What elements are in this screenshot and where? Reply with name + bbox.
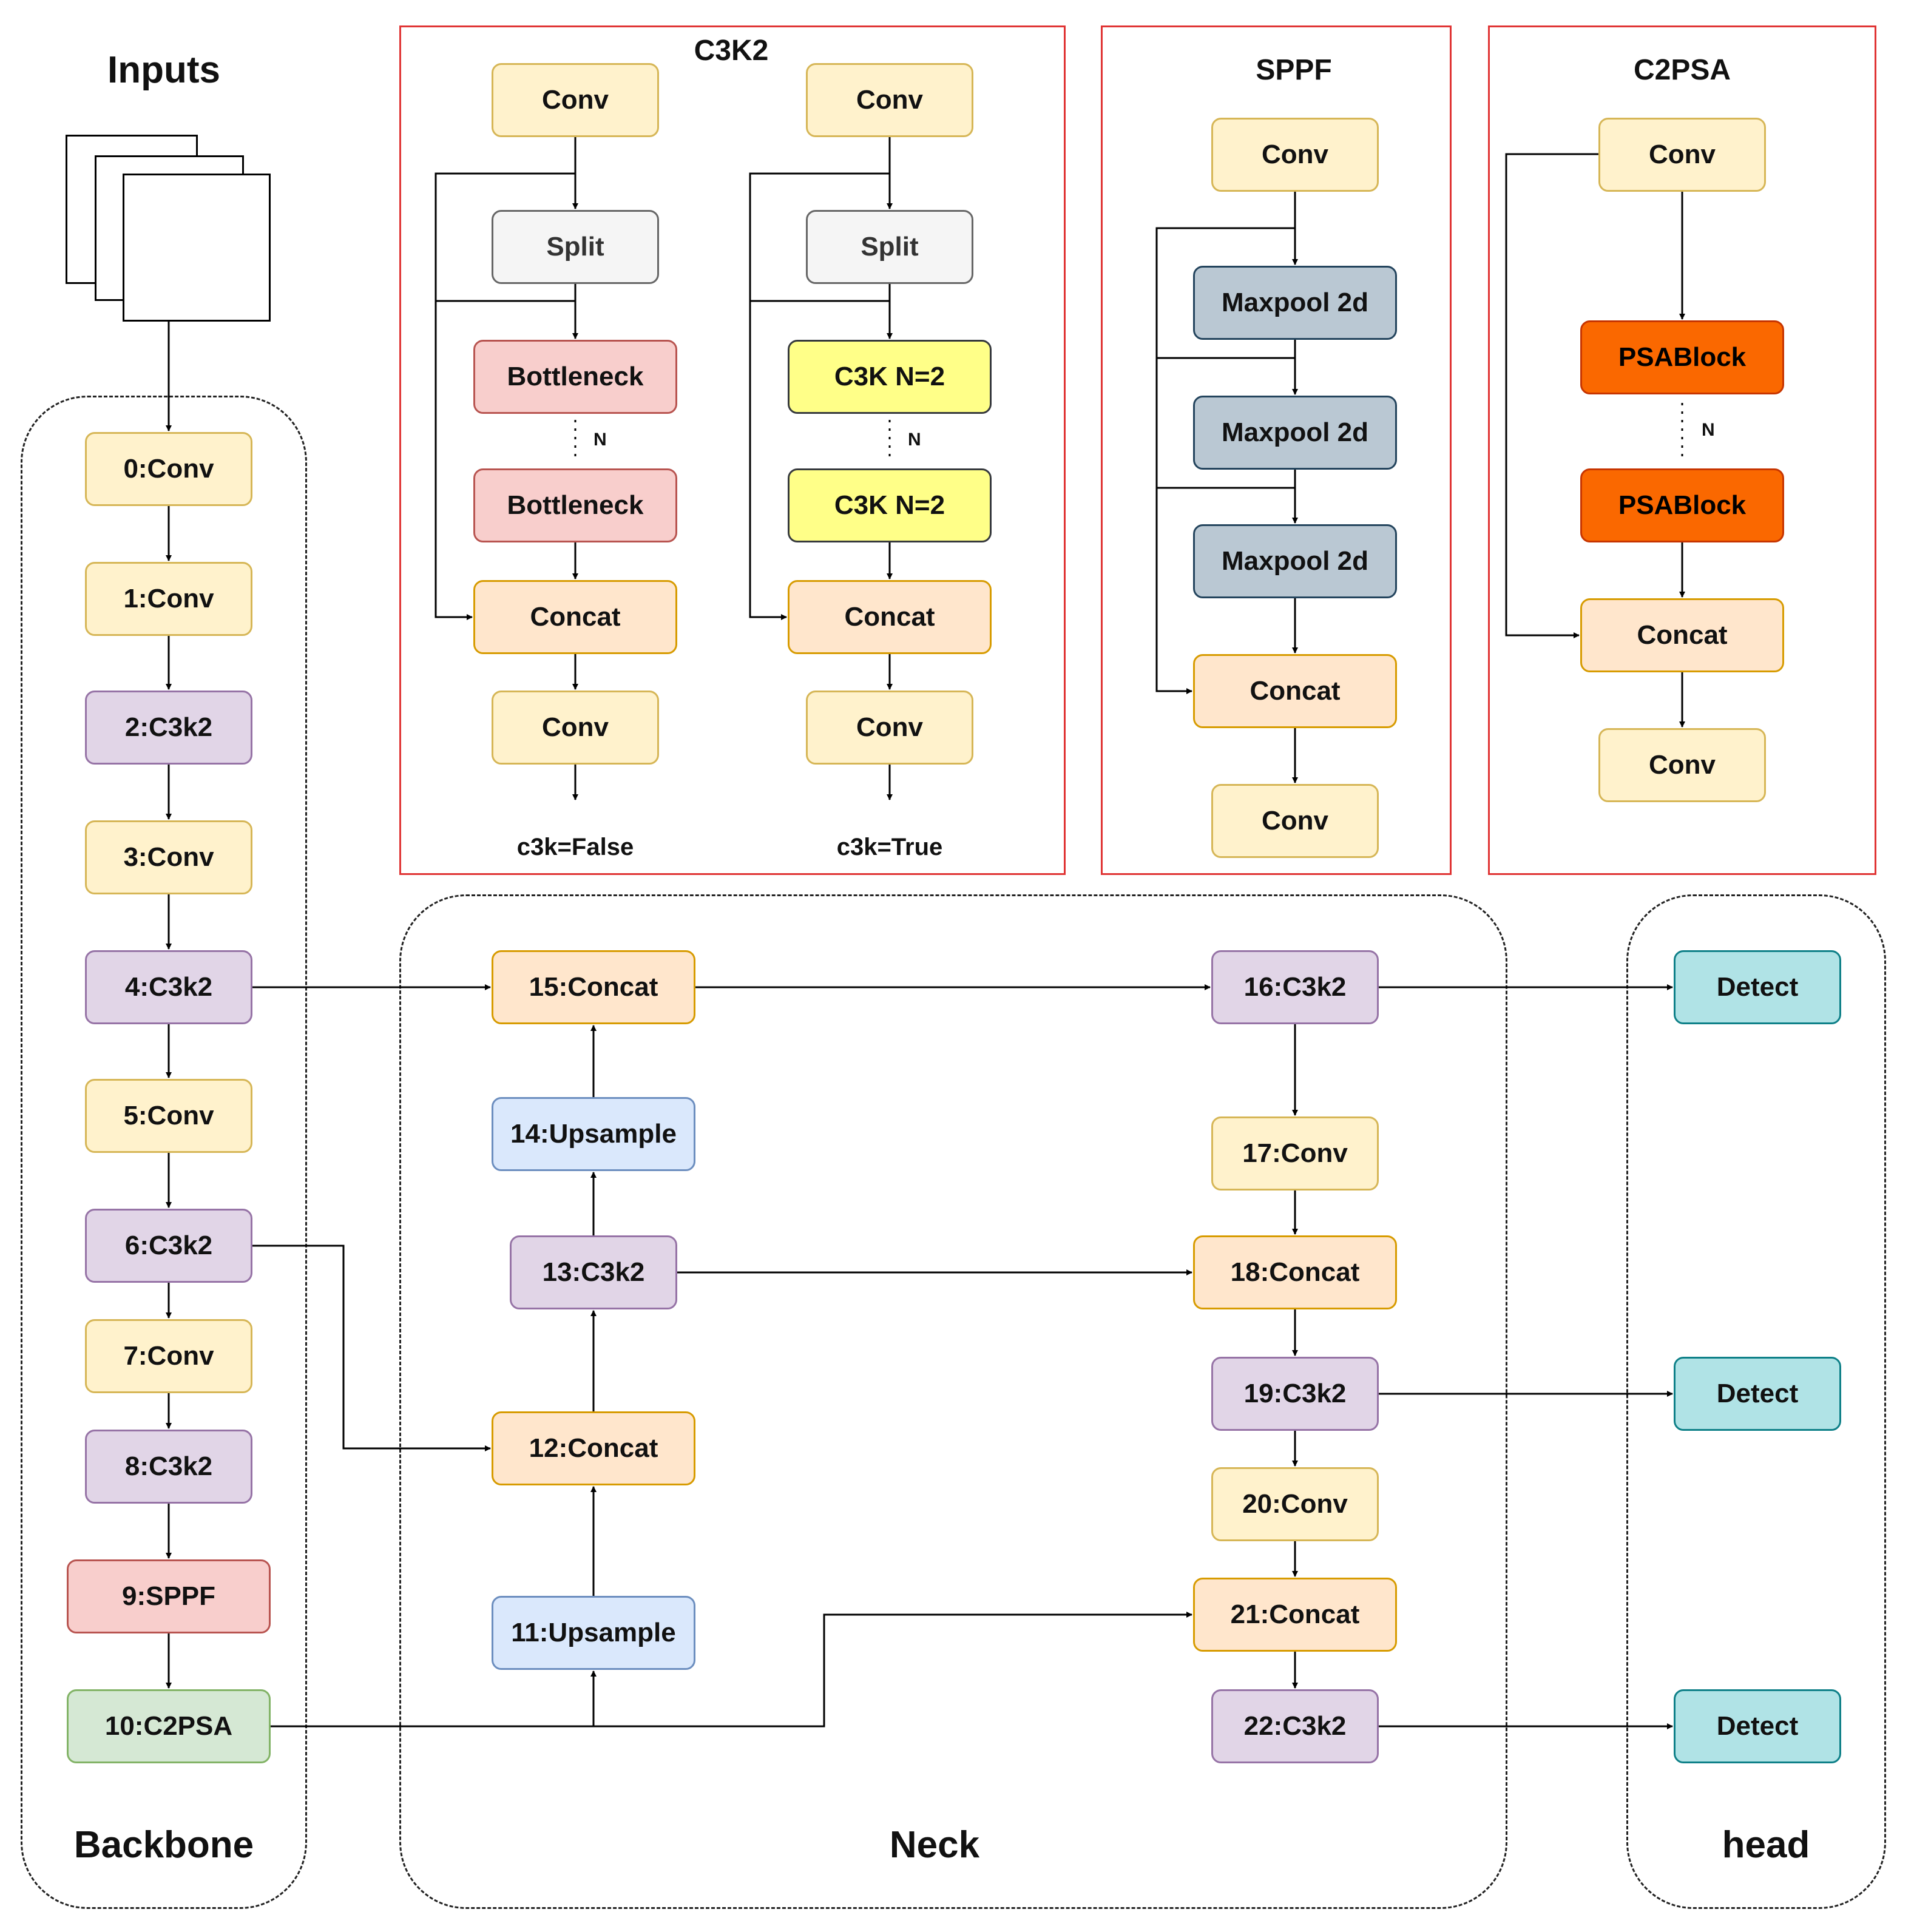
c2psa-psablock-1: PSABlock	[1580, 320, 1784, 394]
c3k2-false-conv-top: Conv	[492, 63, 659, 137]
sppf-detail-title: SPPF	[1256, 54, 1332, 86]
c3k2-false-bottleneck-1: Bottleneck	[473, 340, 677, 414]
c2psa-concat: Concat	[1580, 598, 1784, 672]
backbone-node-4-c3k2: 4:C3k2	[85, 950, 252, 1024]
backbone-node-0-conv: 0:Conv	[85, 432, 252, 506]
inputs-title: Inputs	[107, 49, 220, 91]
c3k2-true-c3k-1: C3K N=2	[788, 340, 992, 414]
c2psa-detail-frame	[1488, 25, 1876, 875]
head-detect-3: Detect	[1674, 1689, 1841, 1763]
neck-node-21-concat: 21:Concat	[1193, 1578, 1397, 1652]
backbone-node-2-c3k2: 2:C3k2	[85, 691, 252, 765]
sppf-maxpool-1: Maxpool 2d	[1193, 266, 1397, 340]
sppf-detail-frame	[1101, 25, 1452, 875]
head-frame	[1626, 894, 1886, 1909]
neck-node-13-c3k2: 13:C3k2	[510, 1235, 677, 1309]
sppf-maxpool-3: Maxpool 2d	[1193, 524, 1397, 598]
c3k2-false-split: Split	[492, 210, 659, 284]
c3k2-true-conv-bottom: Conv	[806, 691, 973, 765]
c3k2-true-conv-top: Conv	[806, 63, 973, 137]
c2psa-conv-bottom: Conv	[1598, 728, 1766, 802]
c3k2-true-c3k-2: C3K N=2	[788, 468, 992, 542]
c3k2-false-concat: Concat	[473, 580, 677, 654]
sppf-conv-top: Conv	[1211, 118, 1379, 192]
backbone-title: Backbone	[73, 1824, 254, 1866]
neck-node-20-conv: 20:Conv	[1211, 1467, 1379, 1541]
backbone-node-5-conv: 5:Conv	[85, 1079, 252, 1153]
neck-node-14-upsample: 14:Upsample	[492, 1097, 695, 1171]
neck-node-16-c3k2: 16:C3k2	[1211, 950, 1379, 1024]
backbone-node-10-c2psa: 10:C2PSA	[67, 1689, 271, 1763]
c3k2-detail-frame	[399, 25, 1066, 875]
sppf-concat: Concat	[1193, 654, 1397, 728]
c3k2-false-n-label: N	[593, 430, 607, 450]
backbone-node-1-conv: 1:Conv	[85, 562, 252, 636]
c3k2-true-concat: Concat	[788, 580, 992, 654]
c2psa-psablock-2: PSABlock	[1580, 468, 1784, 542]
backbone-frame	[21, 396, 307, 1909]
c3k2-true-n-label: N	[908, 430, 921, 450]
neck-node-18-concat: 18:Concat	[1193, 1235, 1397, 1309]
neck-node-22-c3k2: 22:C3k2	[1211, 1689, 1379, 1763]
backbone-node-8-c3k2: 8:C3k2	[85, 1430, 252, 1504]
head-detect-1: Detect	[1674, 950, 1841, 1024]
neck-node-12-concat: 12:Concat	[492, 1411, 695, 1485]
c2psa-detail-title: C2PSA	[1633, 54, 1731, 86]
sppf-maxpool-2: Maxpool 2d	[1193, 396, 1397, 470]
sppf-conv-bottom: Conv	[1211, 784, 1379, 858]
c3k2-false-bottleneck-2: Bottleneck	[473, 468, 677, 542]
neck-node-15-concat: 15:Concat	[492, 950, 695, 1024]
backbone-node-9-sppf: 9:SPPF	[67, 1559, 271, 1633]
c3k2-true-caption: c3k=True	[836, 834, 943, 860]
c3k2-true-split: Split	[806, 210, 973, 284]
input-image-front	[123, 174, 271, 322]
neck-node-19-c3k2: 19:C3k2	[1211, 1357, 1379, 1431]
c3k2-detail-title: C3K2	[694, 35, 769, 67]
head-detect-2: Detect	[1674, 1357, 1841, 1431]
c3k2-false-conv-bottom: Conv	[492, 691, 659, 765]
neck-title: Neck	[889, 1824, 980, 1866]
head-title: head	[1722, 1824, 1810, 1866]
neck-node-11-upsample: 11:Upsample	[492, 1596, 695, 1670]
backbone-node-7-conv: 7:Conv	[85, 1319, 252, 1393]
c3k2-false-caption: c3k=False	[516, 834, 634, 860]
c2psa-conv-top: Conv	[1598, 118, 1766, 192]
backbone-node-3-conv: 3:Conv	[85, 820, 252, 894]
neck-node-17-conv: 17:Conv	[1211, 1116, 1379, 1191]
c2psa-n-label: N	[1702, 420, 1715, 440]
backbone-node-6-c3k2: 6:C3k2	[85, 1209, 252, 1283]
